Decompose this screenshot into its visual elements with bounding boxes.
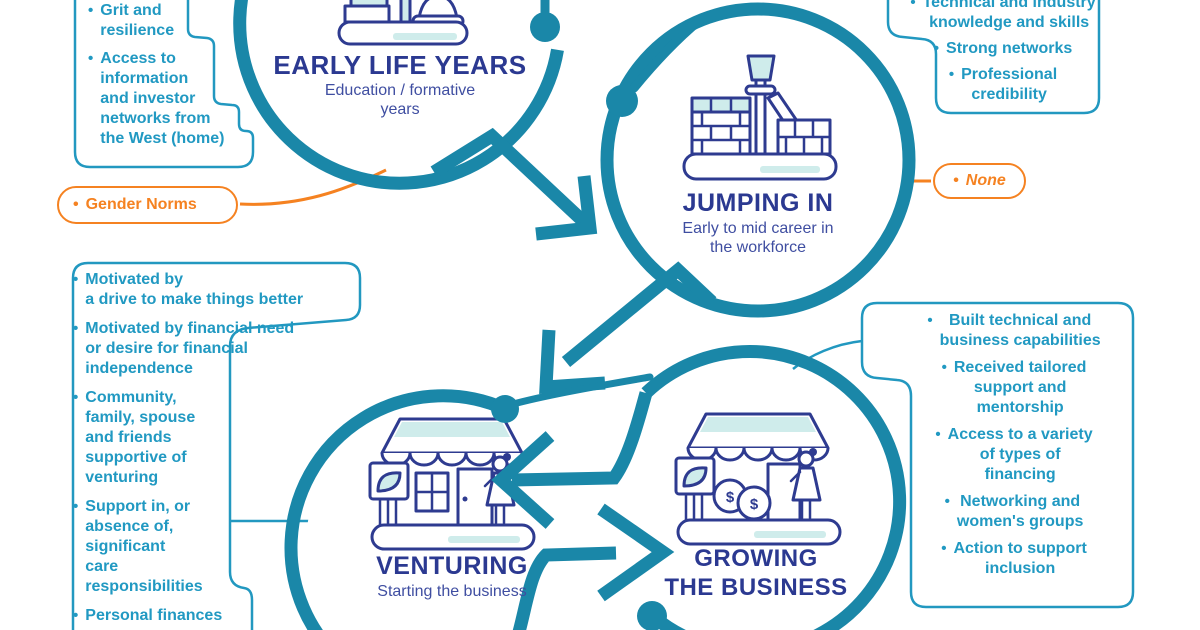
connector-dot-venturing xyxy=(491,395,519,423)
early-enablers-callout-box xyxy=(73,0,255,169)
jumping-enablers-list: • Technical and industry knowledge and s… xyxy=(900,0,1106,111)
bullet-icon: • xyxy=(941,540,947,557)
early-circle-outline xyxy=(233,0,564,190)
list-item-label: Strong networks xyxy=(946,40,1073,57)
barrier-label: Gender Norms xyxy=(85,196,197,213)
list-item: • Grit and resilience xyxy=(88,1,248,41)
bullet-icon: • xyxy=(933,40,940,57)
storefront-icon xyxy=(368,417,536,551)
list-item-label: Motivated by a drive to make things bett… xyxy=(85,271,304,308)
list-item: • Networking and women's groups xyxy=(906,492,1122,532)
list-item: • Built technical and business capabilit… xyxy=(906,311,1122,351)
venturing-stage-subtitle: Starting the business xyxy=(377,583,527,600)
list-item: • Technical and industry knowledge and s… xyxy=(900,0,1106,33)
construction-materials-icon xyxy=(337,0,469,46)
venturing-stage-title: VENTURING xyxy=(376,552,528,580)
list-item: • Strong networks xyxy=(900,39,1106,59)
list-item: • Received tailored support and mentorsh… xyxy=(906,358,1122,418)
bullet-icon: • xyxy=(927,312,933,329)
pin-line-jumping xyxy=(629,15,705,93)
connector-dot-jumping xyxy=(606,85,638,117)
bullet-icon: • xyxy=(73,320,79,337)
bullet-icon: • xyxy=(944,493,950,510)
gender-norms-barrier-pill: • Gender Norms xyxy=(57,186,238,224)
list-item-label: Community, family, spouse and friends su… xyxy=(85,389,196,486)
bullet-icon: • xyxy=(910,0,916,11)
list-item-label: Access to a variety of types of financin… xyxy=(947,426,1093,483)
list-item-label: Received tailored support and mentorship xyxy=(953,359,1087,416)
list-item-label: Grit and resilience xyxy=(100,2,175,39)
venturing-motivators-callout-box xyxy=(71,261,362,630)
barrier-label: None xyxy=(965,172,1006,189)
list-item: • Access to information and investor net… xyxy=(88,49,248,149)
list-item-label: Built technical and business capabilitie… xyxy=(939,312,1101,349)
connector-dot-growing xyxy=(637,601,667,630)
list-item-label: Motivated by financial need or desire fo… xyxy=(85,320,295,377)
early-stage-subtitle: Education / formative years xyxy=(324,82,476,118)
growing-circle-outline xyxy=(641,344,907,630)
svg-text:$: $ xyxy=(726,489,735,506)
jumping-circle-outline xyxy=(600,2,916,318)
growing-stage-title: GROWING THE BUSINESS xyxy=(664,545,848,601)
bullet-icon: • xyxy=(73,196,79,213)
bullet-icon: • xyxy=(953,172,959,189)
list-item: • Motivated by financial need or desire … xyxy=(73,319,365,379)
bullet-icon: • xyxy=(73,607,79,624)
list-item: • Community, family, spouse and friends … xyxy=(73,388,365,488)
bricklaying-icon xyxy=(682,54,838,181)
connector-dot-early xyxy=(530,12,560,42)
jumping-stage-title: JUMPING IN xyxy=(682,189,834,217)
none-barrier-pill: • None xyxy=(933,163,1026,199)
bullet-icon: • xyxy=(73,498,79,515)
venturing-motivators-list: • Motivated by a drive to make things be… xyxy=(73,270,365,630)
bullet-icon: • xyxy=(88,2,94,19)
bullet-icon: • xyxy=(941,359,947,376)
list-item-label: Support in, or absence of, significant c… xyxy=(85,498,203,595)
list-item-label: Access to information and investor netwo… xyxy=(100,50,225,147)
arrow-jumping-to-venturing xyxy=(539,261,717,394)
growing-enablers-callout-box xyxy=(860,301,1135,609)
bullet-icon: • xyxy=(73,389,79,406)
list-item: • Support in, or absence of, significant… xyxy=(73,497,365,597)
arrow-venturing-to-growing xyxy=(512,503,675,630)
list-item: • Action to support inclusion xyxy=(906,539,1122,579)
jumping-stage-subtitle: Early to mid career in the workforce xyxy=(682,220,834,256)
list-item: • Personal finances xyxy=(73,606,365,626)
early-stage-title: EARLY LIFE YEARS xyxy=(273,50,527,80)
storefront-money-icon: $ $ xyxy=(674,412,842,546)
bullet-icon: • xyxy=(935,426,941,443)
venturing-circle-outline xyxy=(284,389,508,630)
jumping-enablers-callout-box xyxy=(886,0,1101,115)
bullet-icon: • xyxy=(948,66,955,83)
svg-text:$: $ xyxy=(750,496,759,513)
list-item-label: Networking and women's groups xyxy=(956,493,1084,530)
early-enablers-list: • Grit and resilience • Access to inform… xyxy=(88,1,248,157)
list-item-label: Professional credibility xyxy=(961,66,1058,103)
early-circle-fill xyxy=(246,0,554,176)
arrow-early-to-jumping xyxy=(430,127,598,241)
growing-enablers-list: • Built technical and business capabilit… xyxy=(906,311,1122,586)
bullet-icon: • xyxy=(73,271,79,288)
list-item: • Motivated by a drive to make things be… xyxy=(73,270,365,310)
list-item-label: Technical and industry knowledge and ski… xyxy=(922,0,1096,31)
list-item-label: Personal finances xyxy=(85,607,223,624)
list-item: • Professional credibility xyxy=(900,65,1106,105)
arrow-growing-to-venturing xyxy=(491,391,653,529)
list-item: • Access to a variety of types of financ… xyxy=(906,425,1122,485)
pin-line-venturing xyxy=(513,373,654,407)
list-item-label: Action to support inclusion xyxy=(953,540,1087,577)
bullet-icon: • xyxy=(88,50,94,67)
